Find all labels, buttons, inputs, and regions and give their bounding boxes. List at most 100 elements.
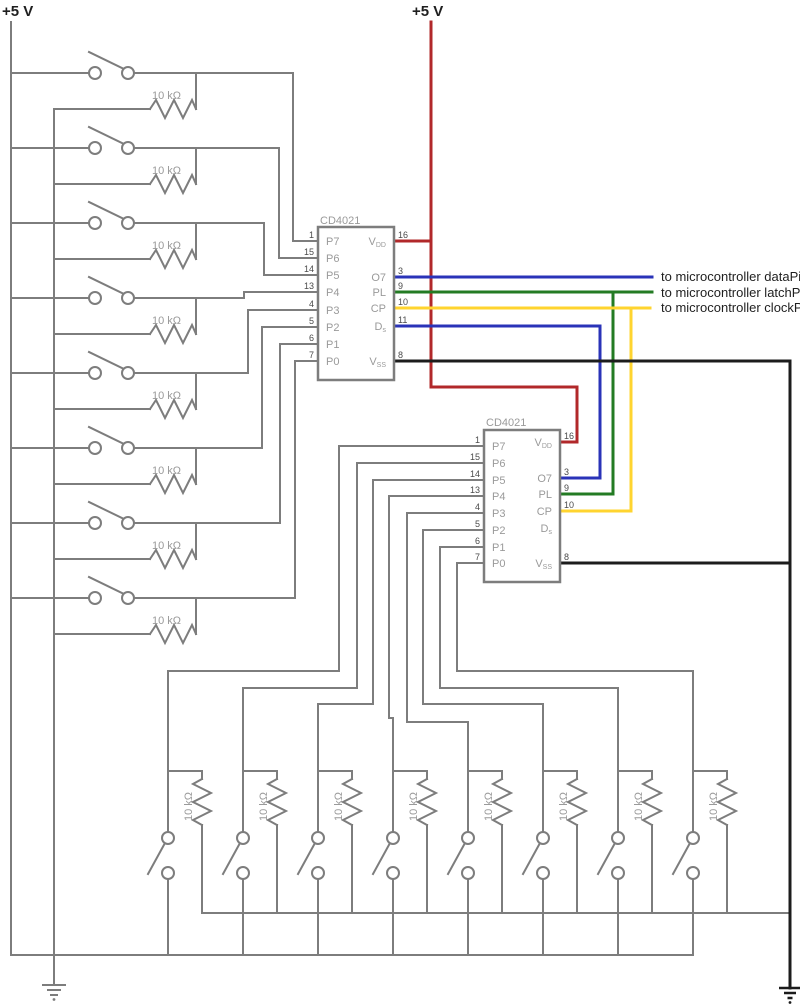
clock-wire bbox=[392, 306, 652, 513]
power-label-left: +5 V bbox=[2, 3, 33, 20]
shift-register-1: CD4021 P7 P6 P5 P4 P3 P2 P1 P0 1 15 14 1… bbox=[304, 215, 408, 382]
svg-text:1: 1 bbox=[309, 230, 314, 240]
svg-text:14: 14 bbox=[470, 469, 480, 479]
resistor-icon bbox=[149, 614, 197, 644]
5v-supply-wire bbox=[392, 20, 579, 444]
switch-icon bbox=[88, 501, 135, 530]
top-row-4 bbox=[10, 276, 319, 344]
resistor-icon bbox=[182, 778, 212, 826]
top-row-5 bbox=[10, 309, 319, 419]
svg-text:P6: P6 bbox=[326, 253, 339, 265]
svg-text:Ds: Ds bbox=[375, 321, 387, 334]
resistor-icon bbox=[149, 464, 197, 494]
top-row-1 bbox=[10, 51, 319, 242]
svg-text:O7: O7 bbox=[537, 473, 552, 485]
ground-wire bbox=[392, 359, 792, 990]
svg-text:P3: P3 bbox=[492, 508, 505, 520]
svg-text:4: 4 bbox=[475, 502, 480, 512]
switch-icon bbox=[597, 831, 625, 880]
bottom-col-8 bbox=[456, 562, 737, 956]
svg-text:15: 15 bbox=[304, 247, 314, 257]
bottom-col-4 bbox=[372, 495, 485, 956]
svg-text:P5: P5 bbox=[326, 270, 339, 282]
top-row-6 bbox=[10, 326, 319, 494]
switch-icon bbox=[447, 831, 475, 880]
switch-icon bbox=[672, 831, 700, 880]
resistor-icon bbox=[632, 778, 662, 826]
svg-text:9: 9 bbox=[564, 483, 569, 493]
switch-icon bbox=[88, 201, 135, 230]
chip1-left-pin-labels: P7 P6 P5 P4 P3 P2 P1 P0 1 15 14 13 4 5 6… bbox=[304, 230, 339, 368]
resistor-icon bbox=[332, 778, 362, 826]
svg-text:P4: P4 bbox=[326, 287, 339, 299]
mcu-label-clockPin: to microcontroller clockPin bbox=[661, 300, 800, 315]
switch-icon bbox=[88, 426, 135, 455]
resistor-icon bbox=[707, 778, 737, 826]
annotations: +5 V +5 V to microcontroller dataPin to … bbox=[2, 3, 800, 315]
ground-symbol-right bbox=[779, 986, 800, 1004]
latch-wire bbox=[392, 290, 654, 496]
svg-text:6: 6 bbox=[475, 536, 480, 546]
svg-text:PL: PL bbox=[373, 287, 386, 299]
svg-text:9: 9 bbox=[398, 281, 403, 291]
top-switch-bank bbox=[10, 51, 319, 644]
chip-body bbox=[482, 428, 562, 584]
svg-text:16: 16 bbox=[564, 431, 574, 441]
cascade-data-wire bbox=[392, 324, 602, 480]
svg-text:3: 3 bbox=[398, 266, 403, 276]
svg-text:Ds: Ds bbox=[541, 523, 553, 536]
svg-text:P0: P0 bbox=[326, 356, 339, 368]
chip-title: CD4021 bbox=[486, 417, 526, 429]
resistor-icon bbox=[149, 314, 197, 344]
svg-text:P7: P7 bbox=[326, 236, 339, 248]
resistor-icon bbox=[149, 389, 197, 419]
switch-icon bbox=[88, 51, 135, 80]
svg-text:10: 10 bbox=[564, 500, 574, 510]
bottom-col-3 bbox=[297, 479, 485, 956]
ground-symbol-left bbox=[42, 984, 66, 1001]
svg-text:P7: P7 bbox=[492, 441, 505, 453]
svg-text:VDD: VDD bbox=[369, 236, 386, 249]
switch-icon bbox=[297, 831, 325, 880]
svg-text:13: 13 bbox=[470, 485, 480, 495]
svg-text:P2: P2 bbox=[492, 525, 505, 537]
svg-text:3: 3 bbox=[564, 467, 569, 477]
switch-icon bbox=[88, 576, 135, 605]
top-row-3 bbox=[10, 201, 319, 276]
resistor-icon bbox=[557, 778, 587, 826]
svg-text:PL: PL bbox=[539, 489, 552, 501]
resistor-icon bbox=[149, 89, 197, 119]
top-row-8 bbox=[10, 360, 319, 644]
svg-text:4: 4 bbox=[309, 299, 314, 309]
svg-text:P1: P1 bbox=[492, 542, 505, 554]
svg-text:VDD: VDD bbox=[535, 437, 552, 450]
switch-icon bbox=[147, 831, 175, 880]
bottom-col-6 bbox=[422, 529, 587, 956]
switch-icon bbox=[372, 831, 400, 880]
svg-text:O7: O7 bbox=[371, 272, 386, 284]
bottom-col-1 bbox=[147, 445, 485, 956]
chip-body bbox=[316, 225, 396, 382]
svg-text:P6: P6 bbox=[492, 458, 505, 470]
switch-icon bbox=[522, 831, 550, 880]
shift-register-2: CD4021 P7 P6 P5 P4 P3 P2 P1 P0 1 15 14 1… bbox=[470, 417, 574, 584]
bottom-switch-bank bbox=[147, 445, 737, 956]
mcu-label-latchPin: to microcontroller latchPin bbox=[661, 285, 800, 300]
resistor-icon bbox=[149, 239, 197, 269]
switch-icon bbox=[222, 831, 250, 880]
svg-text:P0: P0 bbox=[492, 558, 505, 570]
resistor-icon bbox=[482, 778, 512, 826]
top-row-7 bbox=[10, 343, 319, 569]
svg-text:7: 7 bbox=[475, 552, 480, 562]
signal-wiring bbox=[392, 20, 800, 1004]
svg-text:P5: P5 bbox=[492, 475, 505, 487]
svg-text:5: 5 bbox=[475, 519, 480, 529]
resistor-icon bbox=[149, 164, 197, 194]
svg-text:16: 16 bbox=[398, 230, 408, 240]
svg-text:P1: P1 bbox=[326, 339, 339, 351]
chip1-right-pin-labels: VDD O7 PL CP Ds VSS 16 3 9 10 11 8 bbox=[369, 230, 408, 369]
svg-text:5: 5 bbox=[309, 316, 314, 326]
svg-text:7: 7 bbox=[309, 350, 314, 360]
